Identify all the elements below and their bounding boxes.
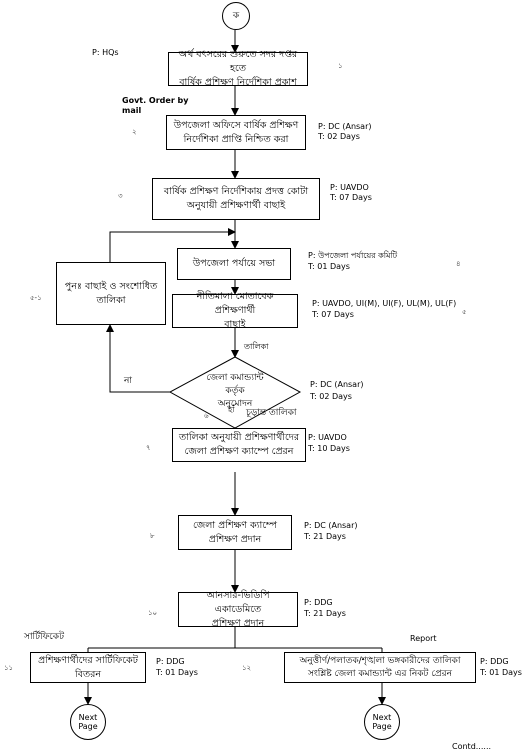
list-label: তালিকা [244,342,269,351]
certificate-responsible: P: DDG [156,657,185,666]
hq-label: P: HQs [92,48,119,57]
report-number: ১২ [242,664,252,672]
step-3-time: T: 07 Days [330,193,372,202]
step-2-box: উপজেলা অফিসে বার্ষিক প্রশিক্ষণ নির্দেশিক… [166,115,306,150]
report-header: Report [410,634,437,643]
report-time: T: 01 Days [480,668,522,677]
step-3-responsible: P: UAVDO [330,183,369,192]
continued-footer: Contd...... [452,742,492,751]
certificate-time: T: 01 Days [156,668,198,677]
decision-responsible: P: DC (Ansar) [310,380,364,389]
step-5-time: T: 07 Days [312,310,354,319]
step-8-responsible: P: DC (Ansar) [304,521,358,530]
step-1-number: ১ [338,62,343,70]
step-10-time: T: 21 Days [304,609,346,618]
decision-text: জেলা কমান্ড্যান্ট কর্তৃক অনুমোদন [206,373,264,409]
step-3-box: বার্ষিক প্রশিক্ষণ নির্দেশিকায় প্রদত্ত ক… [152,178,320,220]
step-4-responsible: P: উপজেলা পর্যায়ের কমিটি [308,251,398,260]
step-1-box: অর্থ বৎসরের শুরুতে সদর দপ্তর হতে বার্ষিক… [168,49,308,88]
step-7-number: ৭ [146,444,151,452]
left-next-page-connector: Next Page [70,704,106,740]
step-7-time: T: 10 Days [308,444,350,453]
start-connector: ক [222,2,250,30]
certificate-header: সার্টিফিকেট [24,632,65,642]
step-2-time: T: 02 Days [318,132,360,141]
step-7-responsible: P: UAVDO [308,433,347,442]
step-2-responsible: P: DC (Ansar) [318,122,372,131]
right-next-page-connector: Next Page [364,704,400,740]
step-8-time: T: 21 Days [304,532,346,541]
step-5-responsible: P: UAVDO, UI(M), UI(F), UL(M), UL(F) [312,299,457,308]
reselect-list-box: পুনঃ বাছাই ও সংশোধিত তালিকা [56,262,166,325]
step-2-number: ২ [132,128,137,136]
step-10-responsible: P: DDG [304,598,333,607]
certificate-distribution-box: প্রশিক্ষণার্থীদের সার্টিফিকেট বিতরন [30,652,146,683]
step-4-box: উপজেলা পর্যায়ে সভা [177,248,291,280]
step-10-number: ১০ [148,609,158,617]
step-8-box: জেলা প্রশিক্ষণ ক্যাম্পে প্রশিক্ষণ প্রদান [178,515,292,550]
decision-yes-label: হাঁ [228,405,235,414]
decision-no-label: না [124,376,132,386]
step-5-number: ৫ [462,308,467,316]
step-8-number: ৮ [150,532,155,540]
certificate-number: ১১ [4,664,14,672]
report-send-box: অনুত্তীর্ণ/পলাতক/শৃঙ্খলা ভঙ্গকারীদের তাল… [284,652,476,683]
final-list-label: চূড়ান্ত তালিকা [246,408,297,418]
step-7-box: তালিকা অনুযায়ী প্রশিক্ষণার্থীদের জেলা প… [172,428,306,462]
step-3-number: ৩ [118,192,123,200]
govt-order-label: Govt. Order by mail [122,96,189,115]
step-4-number: ৪ [456,260,461,268]
decision-time: T: 02 Days [310,392,352,401]
decision-number: ৬ [204,412,209,420]
report-responsible: P: DDG [480,657,509,666]
reselect-list-number: ৫-১ [30,294,42,302]
step-5-box: নীতিমালা মোতাবেক প্রশিক্ষণার্থী বাছাই [172,291,298,330]
step-10-box: আনসার-ভিডিপি একাডেমিতে প্রশিক্ষণ প্রদান [178,590,298,629]
step-4-time: T: 01 Days [308,262,350,271]
